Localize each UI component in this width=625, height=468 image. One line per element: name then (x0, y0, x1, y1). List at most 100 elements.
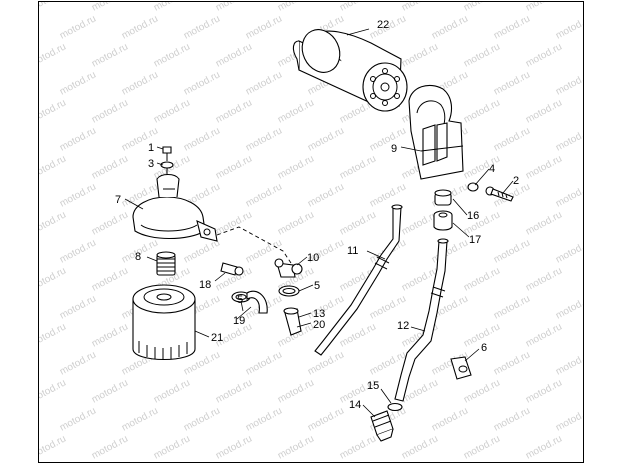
watermark-text: motod.ru (368, 125, 408, 153)
oil-line-12 (394, 238, 449, 402)
watermark-text: motod.ru (152, 2, 192, 14)
leader-lines (124, 28, 514, 418)
watermark-text: motod.ru (554, 349, 584, 377)
hose-clamp-right (278, 285, 300, 297)
watermark-text: motod.ru (462, 97, 502, 125)
callout-16: 16 (467, 210, 479, 222)
watermark-text: motod.ru (58, 237, 98, 265)
watermark-text: motod.ru (306, 405, 346, 433)
watermark-text: motod.ru (524, 265, 564, 293)
watermark-text: motod.ru (276, 377, 316, 405)
callout-10: 10 (307, 252, 319, 264)
watermark-text: motod.ru (244, 405, 284, 433)
watermark-text: motod.ru (214, 153, 254, 181)
callout-15: 15 (367, 380, 379, 392)
watermark-text: motod.ru (524, 321, 564, 349)
callout-17: 17 (469, 234, 481, 246)
oil-line-11 (314, 204, 403, 356)
watermark-text: motod.ru (554, 69, 584, 97)
watermark-text: motod.ru (492, 13, 532, 41)
watermark-text: motod.ru (182, 405, 222, 433)
watermark-text: motod.ru (244, 13, 284, 41)
watermark-text: motod.ru (338, 209, 378, 237)
watermark-text: motod.ru (39, 2, 68, 14)
elbow-fitting (220, 262, 244, 276)
watermark-text: motod.ru (554, 125, 584, 153)
watermark-text: motod.ru (276, 209, 316, 237)
watermark-text: motod.ru (182, 237, 222, 265)
watermark-text: motod.ru (58, 349, 98, 377)
watermark-text: motod.ru (554, 237, 584, 265)
callout-7: 7 (115, 194, 121, 206)
watermark-text: motod.ru (120, 13, 160, 41)
filter-mount-bracket (408, 84, 464, 180)
watermark-text: motod.ru (39, 41, 68, 69)
watermark-text: motod.ru (39, 321, 68, 349)
callout-12: 12 (397, 320, 409, 332)
watermark-text: motod.ru (90, 265, 130, 293)
watermark-text: motod.ru (39, 433, 68, 461)
watermark-text: motod.ru (58, 293, 98, 321)
oil-filter-cartridge (292, 29, 408, 112)
callout-20: 20 (313, 319, 325, 331)
watermark-text: motod.ru (524, 41, 564, 69)
watermark-text: motod.ru (214, 41, 254, 69)
watermark-text: motod.ru (368, 293, 408, 321)
watermark-text: motod.ru (214, 2, 254, 14)
callout-11: 11 (347, 245, 358, 257)
watermark-text: motod.ru (462, 433, 502, 461)
callout-18: 18 (199, 279, 211, 291)
watermark-text: motod.ru (430, 13, 470, 41)
watermark-text: motod.ru (58, 125, 98, 153)
watermark-text: motod.ru (276, 97, 316, 125)
short-hose (283, 307, 302, 336)
watermark-text: motod.ru (492, 125, 532, 153)
watermark-text: motod.ru (492, 237, 532, 265)
watermark-text: motod.ru (524, 433, 564, 461)
callout-22: 22 (377, 19, 389, 31)
callout-4: 4 (489, 163, 495, 175)
curved-hose (246, 290, 268, 314)
fitting-15 (387, 402, 403, 412)
watermark-text: motod.ru (276, 2, 316, 14)
watermark-text: motod.ru (120, 69, 160, 97)
watermark-text: motod.ru (524, 377, 564, 405)
watermark-text: motod.ru (58, 405, 98, 433)
watermark-text: motod.ru (400, 41, 440, 69)
callout-19: 19 (233, 315, 245, 327)
watermark-text: motod.ru (182, 125, 222, 153)
rubber-grommet (450, 356, 472, 380)
watermark-text: motod.ru (90, 377, 130, 405)
watermark-text: motod.ru (90, 2, 130, 14)
watermark-text: motod.ru (524, 97, 564, 125)
callout-3: 3 (148, 158, 154, 170)
watermark-text: motod.ru (554, 293, 584, 321)
banjo-fitting (274, 258, 303, 278)
watermark-text: motod.ru (338, 2, 378, 14)
watermark-text: motod.ru (152, 41, 192, 69)
watermark-text: motod.ru (90, 321, 130, 349)
watermark-text: motod.ru (462, 41, 502, 69)
watermark-text: motod.ru (276, 153, 316, 181)
watermark-text: motod.ru (214, 209, 254, 237)
watermark-text: motod.ru (306, 125, 346, 153)
watermark-text: motod.ru (244, 125, 284, 153)
threaded-nipple (156, 251, 176, 276)
watermark-text: motod.ru (462, 377, 502, 405)
watermark-text: motod.ru (462, 265, 502, 293)
watermark-text: motod.ru (492, 405, 532, 433)
callout-labels: 22 1 3 9 4 2 7 16 17 11 10 8 18 5 5 19 1… (115, 19, 519, 411)
callout-8: 8 (135, 251, 141, 263)
watermark-text: motod.ru (338, 433, 378, 461)
callout-13: 13 (313, 308, 325, 320)
watermark-text: motod.ru (276, 433, 316, 461)
callout-2: 2 (513, 175, 519, 187)
watermark-text: motod.ru (90, 41, 130, 69)
watermark-text: motod.ru (306, 349, 346, 377)
callout-5a: 5 (237, 294, 243, 306)
watermark-text: motod.ru (152, 97, 192, 125)
watermark-text: motod.ru (492, 293, 532, 321)
watermark-text: motod.ru (492, 349, 532, 377)
watermark-text: motod.ru (214, 433, 254, 461)
nipple-fitting (433, 189, 453, 231)
